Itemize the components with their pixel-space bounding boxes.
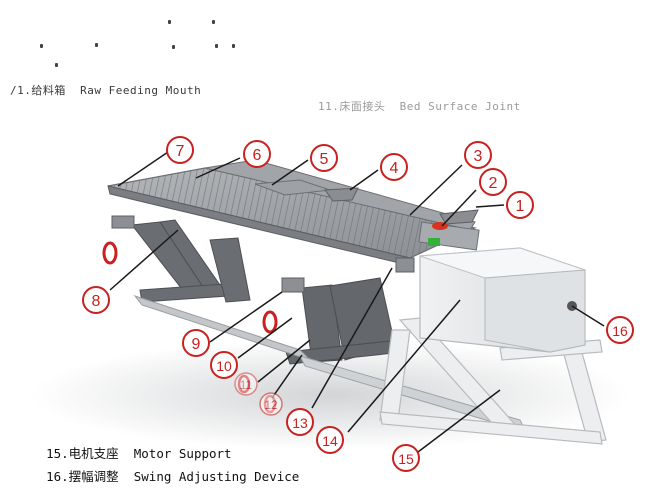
svg-text:12: 12 [264,398,278,412]
callout-11: 11 [234,372,258,396]
svg-text:3: 3 [474,148,483,165]
callout-13: 13 [286,408,314,436]
callout-8: 8 [82,286,110,314]
svg-text:5: 5 [320,151,329,168]
header-dot [172,45,175,49]
callout-1: 1 [506,191,534,219]
svg-text:1: 1 [516,198,525,215]
svg-text:7: 7 [176,143,185,160]
header-dot [215,44,218,48]
handwheel-front-a [237,374,251,394]
svg-text:8: 8 [92,293,101,310]
left-support-frame [131,219,251,303]
svg-text:11: 11 [240,378,253,392]
legend-16-en: Swing Adjusting Device [133,469,300,484]
headstock-box [419,247,586,353]
svg-text:16: 16 [612,323,628,339]
legend-item-16: 16.摆幅调整 Swing Adjusting Device [16,451,299,500]
header-dot [168,20,171,24]
bearing-block-mid [281,277,305,293]
legend-item-15: 15.电机支座 Motor Support [16,428,232,477]
svg-text:14: 14 [322,433,338,449]
callout-10: 10 [210,351,238,379]
legend-15-cn: 15.电机支座 [46,446,119,461]
header-dot [40,44,43,48]
callout-16: 16 [606,316,634,344]
bearing-block-right [395,257,415,273]
legend-16-cn: 16.摆幅调整 [46,469,119,484]
header-left-text: /1.给料箱 Raw Feeding Mouth [10,84,202,97]
handwheel-left [102,241,118,265]
legend-15-en: Motor Support [133,446,232,461]
callout-layer: 1 2 3 4 5 6 7 8 9 10 11 12 13 14 15 [82,136,634,472]
svg-text:2: 2 [489,175,498,192]
callout-6: 6 [243,140,271,168]
machine-illustration [30,151,630,453]
table-deck [107,159,480,267]
svg-text:10: 10 [216,358,232,374]
callout-2: 2 [479,168,507,196]
header-dot [55,63,58,67]
svg-text:4: 4 [390,160,399,177]
callout-14: 14 [316,426,344,454]
callout-4: 4 [380,153,408,181]
svg-text:6: 6 [253,147,262,164]
motor-support-frame [379,317,607,445]
callout-5: 5 [310,144,338,172]
callout-12: 12 [259,392,283,416]
callout-9: 9 [182,329,210,357]
header-dot [212,20,215,24]
header-right-text: 11.床面接头 Bed Surface Joint [318,100,521,113]
svg-text:15: 15 [398,451,414,467]
green-connector [428,238,440,246]
svg-text:9: 9 [192,336,201,353]
callout-3: 3 [464,141,492,169]
shaking-table-diagram: /1.给料箱 Raw Feeding Mouth 11.床面接头 Bed Sur… [10,20,634,484]
header-dot [232,44,235,48]
callout-15: 15 [392,444,420,472]
svg-text:13: 13 [292,415,308,431]
callout-7: 7 [166,136,194,164]
bearing-block-left [111,215,135,229]
header-dot [95,43,98,47]
leader-lines [109,151,605,453]
handwheel-middle [262,310,278,334]
